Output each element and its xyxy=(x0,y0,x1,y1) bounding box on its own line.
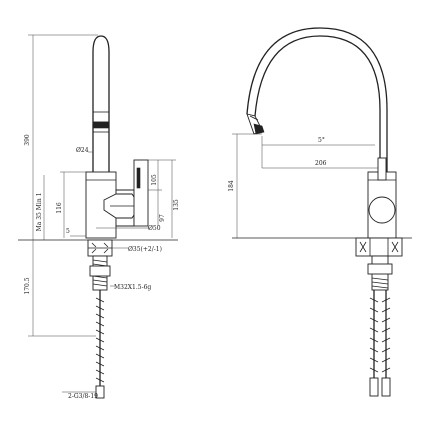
threaded-shank-front xyxy=(367,255,393,291)
spray-head-band xyxy=(253,123,265,135)
dim-label-hose: 2-G3/8-19 xyxy=(68,393,98,400)
hoses-front xyxy=(369,290,391,397)
dim-label-390: 390 xyxy=(24,134,31,146)
dim-label-body-diameter: Ø50 xyxy=(148,225,161,232)
front-view: 5° 206 184 xyxy=(228,27,412,397)
faucet-body xyxy=(85,159,149,239)
dim-label-170: 170.5 xyxy=(24,277,31,294)
dim-label-97: 97 xyxy=(159,214,166,222)
dim-label-mount-hole: Ø35(+2/-1) xyxy=(128,246,162,253)
dim-label-135: 135 xyxy=(173,199,180,211)
lever-mark xyxy=(136,167,141,189)
dim-label-spout-diameter: Ø24 xyxy=(76,147,89,154)
dim-label-116: 116 xyxy=(56,202,63,214)
faucet-body-front xyxy=(367,157,397,239)
spout-grip-band xyxy=(92,121,110,129)
dim-label-5: 5 xyxy=(66,228,70,235)
mounting-nut-side xyxy=(87,239,113,257)
dim-label-thread: M32X1.5-6g xyxy=(114,284,151,291)
hose-side xyxy=(95,290,105,399)
dim-label-105: 105 xyxy=(151,174,158,186)
dim-label-angle: 5° xyxy=(318,137,325,144)
dim-label-184: 184 xyxy=(228,180,235,192)
side-view: 390 Ø24 116 Ma 35 Min 1 xyxy=(18,34,180,400)
curved-spout xyxy=(246,27,388,178)
mounting-nut-front xyxy=(355,237,403,257)
threaded-shank-side xyxy=(89,255,111,291)
dim-label-worktop: Ma 35 Min 1 xyxy=(36,193,43,232)
spout-tube xyxy=(92,35,110,180)
dim-label-reach: 206 xyxy=(315,160,327,167)
